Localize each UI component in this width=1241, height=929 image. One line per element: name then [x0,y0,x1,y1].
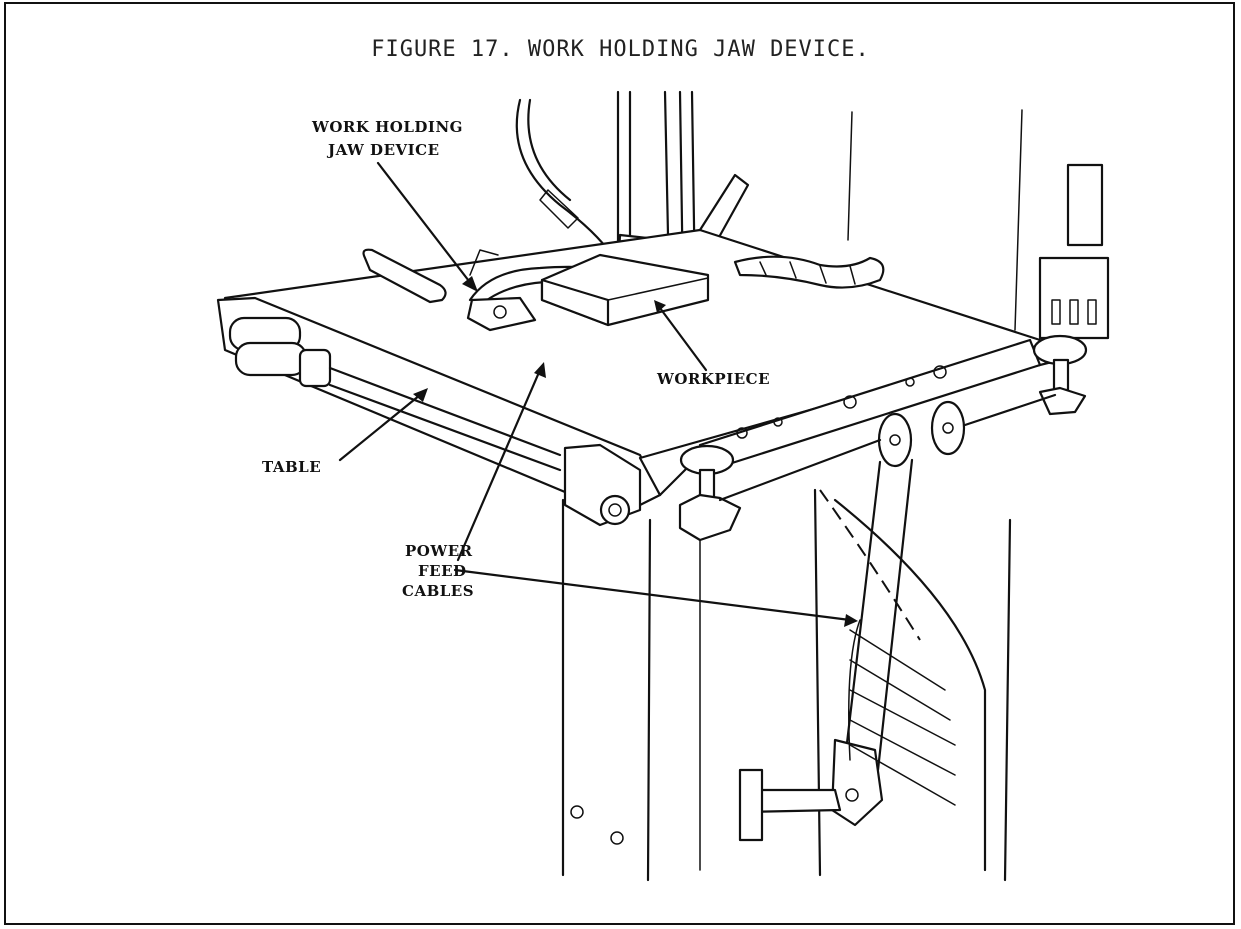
label-power-feed-line1: POWER [405,542,473,560]
workpiece-block [540,253,710,327]
label-jaw-device-line1: WORK HOLDING [311,118,463,136]
label-workpiece: WORKPIECE [656,370,770,388]
leader-arrows [338,161,858,627]
pulley-assembly [678,334,1088,842]
lower-guard-fins [848,619,956,806]
label-power-feed-line3: CABLES [402,582,474,600]
machine-column [561,109,1110,882]
label-jaw-device-line2: JAW DEVICE [326,141,440,159]
work-holding-jaw-device [362,248,612,332]
feed-chain [733,255,885,289]
label-table: TABLE [262,458,321,476]
figure-title: FIGURE 17. WORK HOLDING JAW DEVICE. [371,37,870,62]
label-power-feed-line2: FEED [418,562,467,580]
